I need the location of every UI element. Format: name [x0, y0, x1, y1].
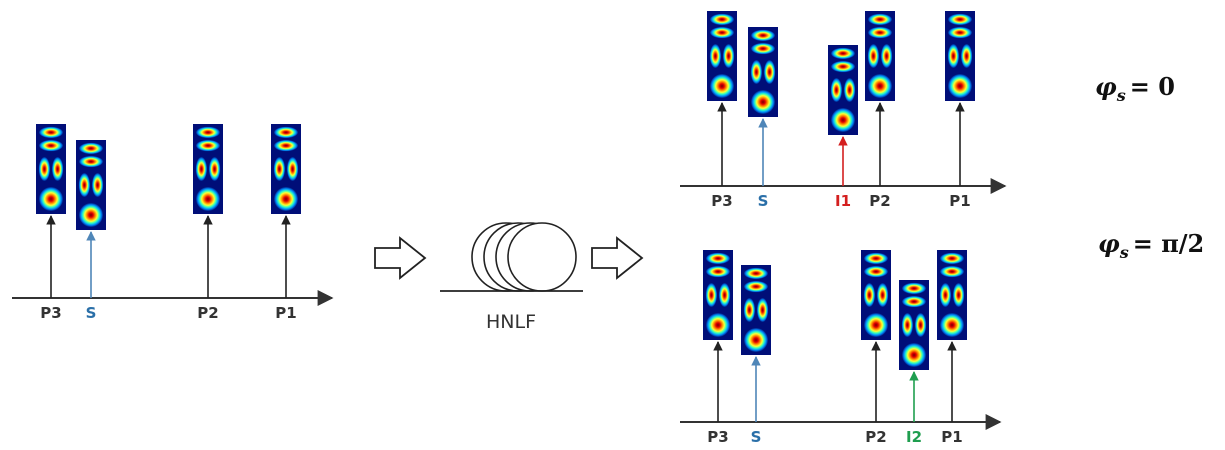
mode-profile-lp01 [741, 325, 771, 355]
spectral-line-p2: P2 [865, 11, 895, 210]
line-label: P2 [865, 428, 886, 446]
spectral-line-p3: P3 [703, 250, 733, 446]
mode-profile-lp11a [748, 27, 778, 57]
mode-profile-lp01 [703, 310, 733, 340]
mode-profile-lp01 [865, 71, 895, 101]
fiber-coil-icon [440, 222, 583, 292]
mode-profile-lp11a [861, 250, 891, 280]
spectral-line-s: S [76, 140, 106, 322]
spectral-line-p3: P3 [707, 11, 737, 210]
line-label: P1 [941, 428, 962, 446]
line-label: P1 [275, 304, 296, 322]
line-label: S [758, 192, 769, 210]
line-label: I1 [835, 192, 851, 210]
mode-profile-lp11b [707, 41, 737, 71]
mode-profile-lp11a [865, 11, 895, 41]
mode-profile-lp11a [36, 124, 66, 154]
mode-profile-lp11b [937, 280, 967, 310]
mode-profile-lp11a [707, 11, 737, 41]
line-label: P3 [711, 192, 732, 210]
mode-profile-lp11b [741, 295, 771, 325]
mode-profile-lp01 [707, 71, 737, 101]
line-label: P1 [949, 192, 970, 210]
mode-profile-lp11a [76, 140, 106, 170]
mode-profile-lp11b [193, 154, 223, 184]
spectral-line-s: S [748, 27, 778, 210]
spectral-line-s: S [741, 265, 771, 446]
mode-profile-lp11b [76, 170, 106, 200]
phase-label-top: φs= 0 [1095, 72, 1175, 105]
mode-profile-lp11b [945, 41, 975, 71]
mode-profile-lp11b [703, 280, 733, 310]
mode-profile-lp11a [899, 280, 929, 310]
line-label: S [751, 428, 762, 446]
mode-profile-lp11a [828, 45, 858, 75]
line-label: P2 [197, 304, 218, 322]
mode-profile-lp11b [828, 75, 858, 105]
mode-profile-lp01 [945, 71, 975, 101]
flow-arrow-1 [374, 236, 427, 280]
mode-profile-lp11b [748, 57, 778, 87]
mode-profile-lp01 [899, 340, 929, 370]
mode-profile-lp11b [271, 154, 301, 184]
mode-profile-lp11a [741, 265, 771, 295]
mode-profile-lp01 [937, 310, 967, 340]
mode-profile-lp01 [828, 105, 858, 135]
output-spectrum-phase-0: P3 S I1 P2 P1 [680, 11, 1007, 210]
mode-profile-lp01 [36, 184, 66, 214]
spectral-line-i1: I1 [828, 45, 858, 210]
mode-profile-lp01 [271, 184, 301, 214]
output-spectrum-phase-pi-half: P3 S P2 I2 P1 [680, 250, 1002, 446]
mode-profile-lp11a [703, 250, 733, 280]
phase-label-bottom: φs= π/2 [1098, 229, 1204, 262]
spectral-line-p1: P1 [945, 11, 975, 210]
spectral-line-p1: P1 [937, 250, 967, 446]
spectral-line-i2: I2 [899, 280, 929, 446]
line-label: P2 [869, 192, 890, 210]
mode-profile-lp01 [861, 310, 891, 340]
mode-profile-lp11a [193, 124, 223, 154]
spectral-line-p3: P3 [36, 124, 66, 322]
mode-profile-lp11a [271, 124, 301, 154]
spectral-line-p2: P2 [861, 250, 891, 446]
mode-profile-lp11b [861, 280, 891, 310]
mode-profile-lp11a [945, 11, 975, 41]
device-label: HNLF [486, 311, 536, 333]
line-label: S [86, 304, 97, 322]
mode-profile-lp11b [36, 154, 66, 184]
spectral-line-p2: P2 [193, 124, 223, 322]
mode-profile-lp01 [748, 87, 778, 117]
mode-profile-lp11a [937, 250, 967, 280]
line-label: P3 [707, 428, 728, 446]
mode-profile-lp01 [76, 200, 106, 230]
spectral-line-p1: P1 [271, 124, 301, 322]
line-label: P3 [40, 304, 61, 322]
input-spectrum: P3 S P2 P1 [12, 124, 334, 322]
flow-arrow-2 [591, 236, 644, 280]
line-label: I2 [906, 428, 922, 446]
mode-profile-lp01 [193, 184, 223, 214]
mode-profile-lp11b [865, 41, 895, 71]
mode-profile-lp11b [899, 310, 929, 340]
